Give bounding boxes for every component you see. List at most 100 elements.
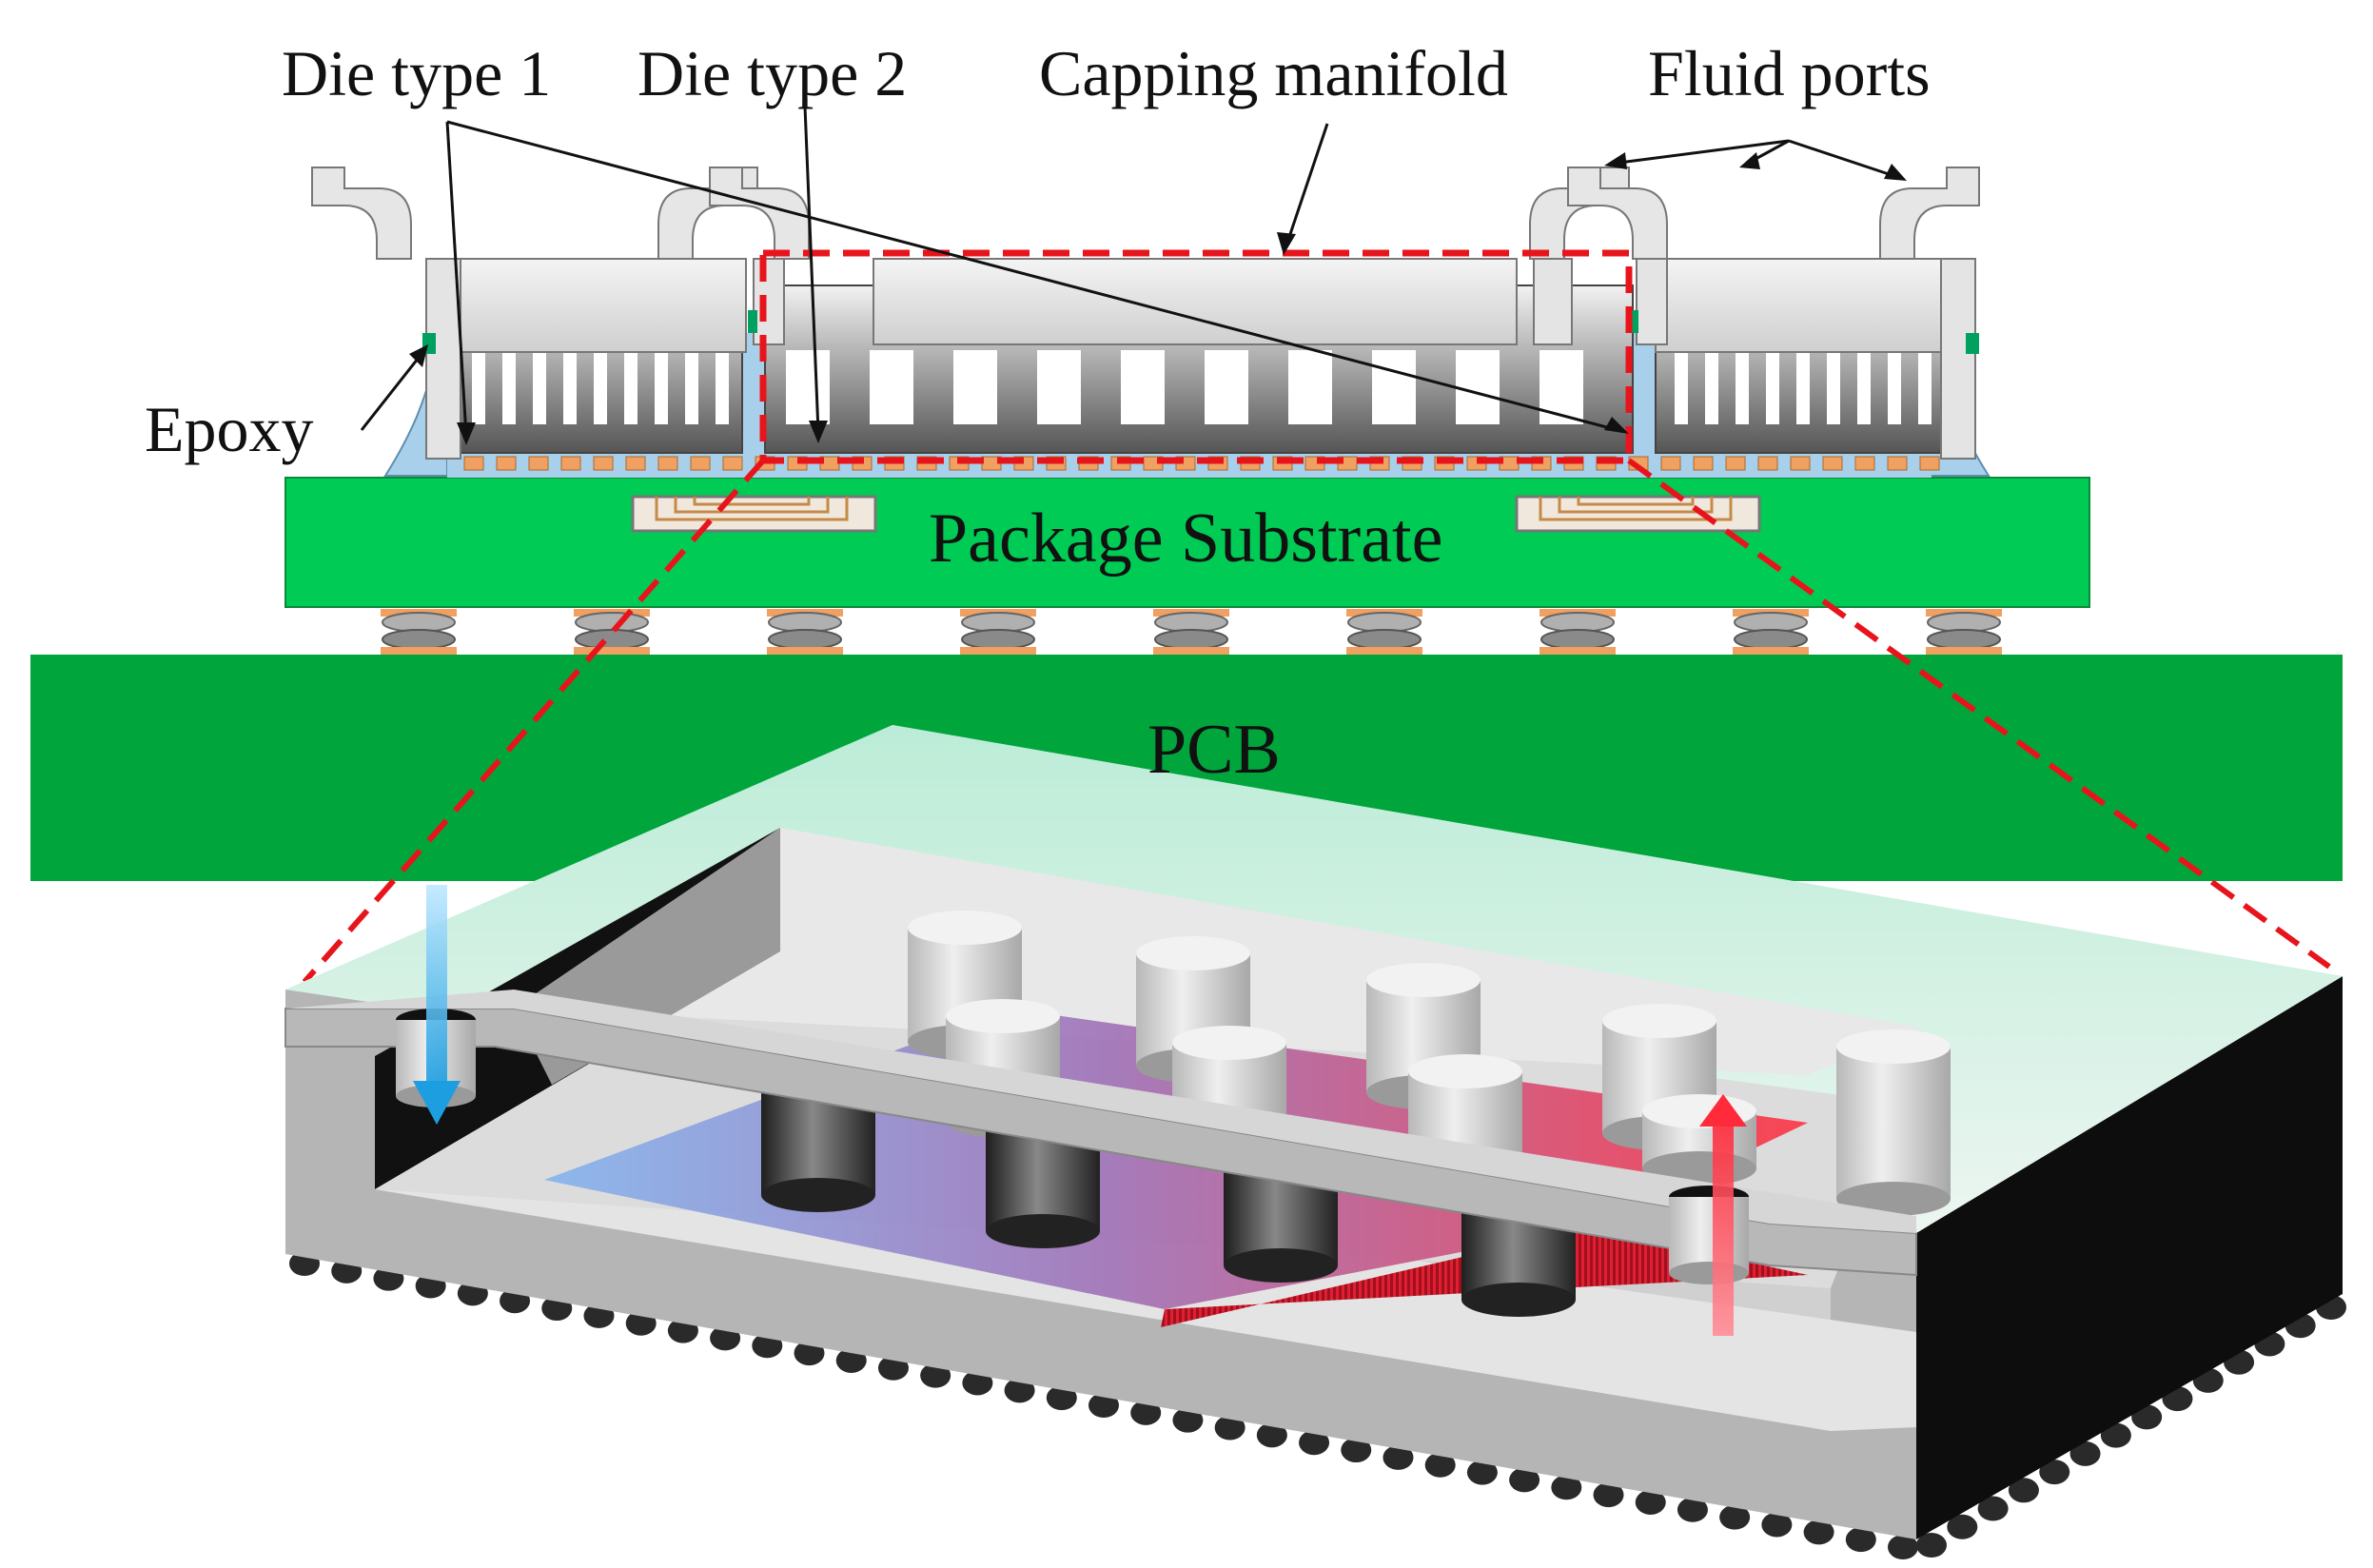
bottom-bump xyxy=(1719,1504,1751,1530)
micropin-channel xyxy=(472,350,485,424)
coolant-inlet-arrow xyxy=(413,885,461,1125)
micropin-channel xyxy=(594,350,607,424)
capping-manifold xyxy=(422,258,1979,460)
micropin-channel xyxy=(563,350,577,424)
micro-bump xyxy=(722,456,743,471)
die-channels xyxy=(472,350,1932,424)
bottom-bump xyxy=(1845,1527,1876,1553)
micropin-channel xyxy=(1288,350,1332,424)
bottom-bump xyxy=(962,1370,993,1396)
bottom-bump xyxy=(1761,1512,1793,1538)
micropin-channel xyxy=(1857,350,1871,424)
micropin-channel xyxy=(1675,350,1688,424)
die-side-face xyxy=(1916,976,2343,1539)
micropin-pillar xyxy=(1642,1094,1756,1186)
micro-bump xyxy=(625,456,646,471)
label-capping-manifold: Capping manifold xyxy=(1039,37,1508,109)
zoom-line-left xyxy=(302,459,766,984)
zoom-line-right xyxy=(1627,458,2331,970)
bottom-bump xyxy=(1888,1535,1918,1559)
micro-bump xyxy=(463,456,484,471)
label-epoxy: Epoxy xyxy=(145,393,314,465)
label-fluid-ports: Fluid ports xyxy=(1648,37,1931,109)
bottom-bump xyxy=(920,1362,951,1388)
bottom-bump xyxy=(1677,1497,1708,1522)
highlight-box xyxy=(759,249,1633,464)
micro-bump xyxy=(690,456,711,471)
fluid-port-elbow xyxy=(311,167,412,260)
micropin-channel xyxy=(953,350,997,424)
bottom-bump xyxy=(1130,1400,1162,1425)
micropin-channel xyxy=(786,350,830,424)
label-pcb: PCB xyxy=(1147,711,1281,789)
bottom-bump xyxy=(1172,1407,1204,1433)
bottom-bump xyxy=(1046,1385,1077,1411)
micro-bump xyxy=(1693,456,1714,471)
bottom-bump xyxy=(1947,1514,1978,1539)
micro-bump xyxy=(1660,456,1681,471)
bottom-bump xyxy=(1916,1533,1947,1558)
micropin-channel xyxy=(624,350,637,424)
micropin-channel xyxy=(1372,350,1416,424)
bottom-bump xyxy=(1341,1438,1372,1463)
micro-bump xyxy=(1790,456,1811,471)
pcb-solder-joints xyxy=(381,609,2002,655)
bottom-bump xyxy=(2100,1422,2131,1448)
pcb-solder-ball xyxy=(1540,609,1616,655)
pcb-solder-ball xyxy=(1346,609,1422,655)
bottom-bump xyxy=(1466,1460,1498,1485)
pcb-solder-ball xyxy=(1733,609,1809,655)
micro-bump xyxy=(496,456,517,471)
bridge-right xyxy=(1515,495,1761,533)
micro-bump xyxy=(560,456,581,471)
micropin-channel xyxy=(1796,350,1810,424)
pcb-solder-ball xyxy=(1153,609,1229,655)
bottom-bump xyxy=(1004,1378,1035,1403)
micropin-channel xyxy=(1888,350,1901,424)
pcb-solder-ball xyxy=(574,609,650,655)
micropin-channel xyxy=(1121,350,1165,424)
pcb-solder-ball xyxy=(1926,609,2002,655)
micropin-pillar xyxy=(1136,936,1250,1083)
bottom-bump xyxy=(1424,1452,1456,1478)
fluid-ports xyxy=(311,167,1980,260)
label-die-type-2: Die type 2 xyxy=(637,37,907,109)
micropin-channel xyxy=(1736,350,1749,424)
bottom-bump xyxy=(1214,1415,1245,1441)
micro-bump xyxy=(1887,456,1908,471)
pcb-solder-ball xyxy=(767,609,843,655)
bottom-bump xyxy=(2008,1478,2039,1503)
coolant-outlet-arrow xyxy=(1699,1094,1747,1336)
micropin-channel xyxy=(1540,350,1583,424)
micropin-channel xyxy=(1205,350,1248,424)
bottom-bump xyxy=(1088,1393,1119,1418)
micro-bump xyxy=(1725,456,1746,471)
micropin-pillar xyxy=(1836,1029,1951,1216)
micropin-channel xyxy=(1766,350,1779,424)
bottom-bump xyxy=(1509,1467,1540,1493)
micro-bump xyxy=(528,456,549,471)
manifold-beam xyxy=(284,1008,1917,1277)
fluid-port-elbow xyxy=(1879,167,1980,260)
micropin-channel xyxy=(870,350,913,424)
micropin-channel xyxy=(655,350,668,424)
micropin-channel xyxy=(685,350,698,424)
bottom-bumps xyxy=(289,1251,2346,1559)
bottom-bump xyxy=(2069,1441,2101,1466)
zoom-3d-view xyxy=(284,725,2346,1559)
label-die-type-1: Die type 1 xyxy=(282,37,551,109)
package-substrate xyxy=(284,477,2090,608)
micropin-channel xyxy=(502,350,516,424)
micro-bump xyxy=(1919,456,1940,471)
bottom-bump xyxy=(1977,1496,2009,1521)
bottom-bump xyxy=(1299,1430,1330,1456)
bottom-bump xyxy=(1803,1519,1834,1545)
micropin-channel xyxy=(716,350,729,424)
micropin-channel xyxy=(1037,350,1081,424)
micro-bump xyxy=(1854,456,1875,471)
bridge-left xyxy=(631,495,877,533)
callout-arrowheads xyxy=(409,152,1907,445)
micro-bump xyxy=(1757,456,1778,471)
